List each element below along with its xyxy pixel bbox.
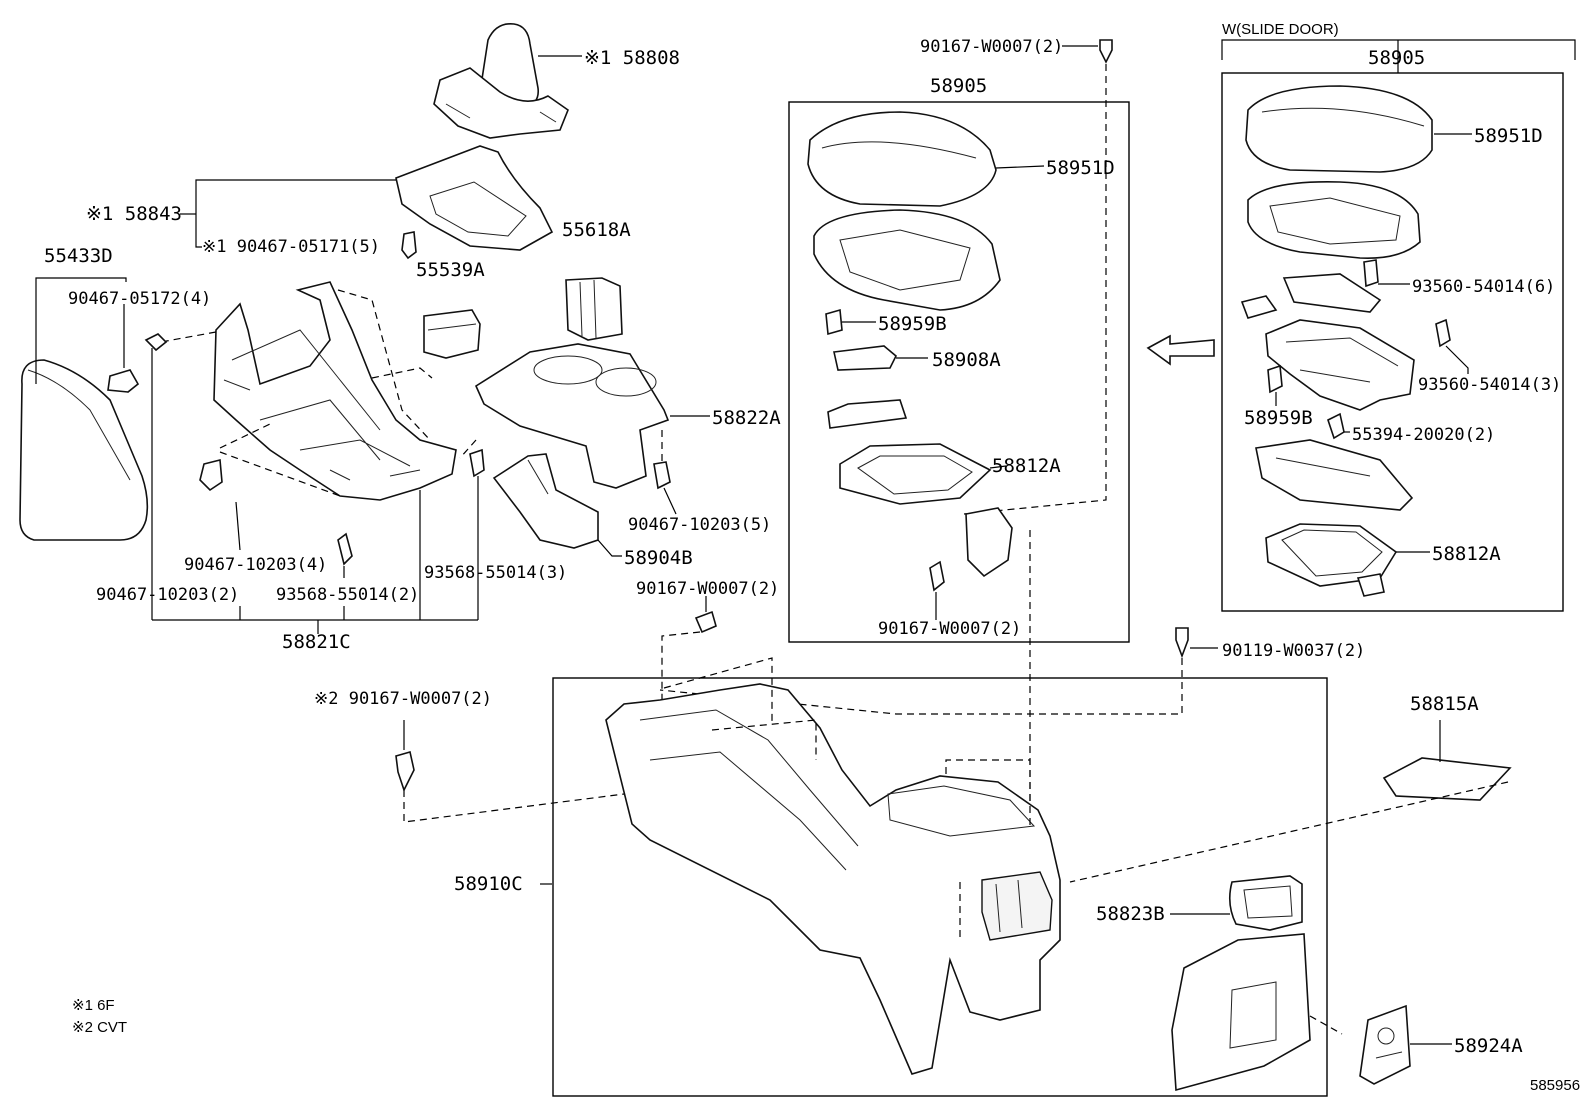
diagram-id: 585956	[1530, 1077, 1580, 1094]
clip-90467-10203-a	[144, 333, 168, 352]
label-58808: ※1 58808	[584, 47, 680, 69]
lower-panel	[1171, 933, 1311, 1092]
clip-58959B-left	[825, 308, 843, 336]
mat-55618A	[565, 277, 623, 341]
label-90467-05171: ※1 90467-05171(5)	[202, 237, 380, 257]
label-58959B-left: 58959B	[878, 313, 947, 335]
label-58812A-left: 58812A	[992, 455, 1061, 477]
bolt-90119-W0037	[1175, 627, 1189, 659]
console-frame-58821C	[213, 281, 457, 501]
latch-base-right	[1265, 319, 1415, 411]
label-90467-10203-2: 90467-10203(2)	[96, 585, 239, 605]
label-slide-door: W(SLIDE DOOR)	[1222, 21, 1339, 38]
label-58905-left: 58905	[930, 75, 987, 97]
label-90467-05172: 90467-05172(4)	[68, 289, 211, 309]
part-58908A	[833, 345, 897, 371]
lower-frame-right	[1255, 439, 1414, 511]
switch-58924A	[1359, 1004, 1411, 1085]
label-58822A: 58822A	[712, 407, 781, 429]
screw-55394-20020	[1327, 412, 1345, 440]
label-58815A: 58815A	[1410, 693, 1479, 715]
armrest-lid-58951D-right	[1245, 85, 1433, 173]
side-panel-55433D	[19, 359, 149, 541]
plate-right	[1282, 273, 1382, 313]
latch-box-left	[965, 507, 1013, 578]
label-90119-W0037: 90119-W0037(2)	[1222, 641, 1365, 661]
clip-90467-10203-c	[653, 461, 671, 490]
armrest-lid-58951D-left	[807, 111, 997, 207]
label-90467-10203-5: 90467-10203(5)	[628, 515, 771, 535]
label-58951D-right: 58951D	[1474, 125, 1543, 147]
label-58904B: 58904B	[624, 547, 693, 569]
bracket-left	[827, 399, 908, 429]
label-90167-W0007-box: 90167-W0007(2)	[878, 619, 1021, 639]
label-93568-55014-3: 93568-55014(3)	[424, 563, 567, 583]
label-90167-W0007-top: 90167-W0007(2)	[920, 37, 1063, 57]
screw-93560-54014-a	[1363, 259, 1379, 288]
armrest-base-right	[1247, 181, 1421, 259]
tray-58812A-left	[839, 443, 992, 505]
label-58959B-right: 58959B	[1244, 407, 1313, 429]
label-2-90167-W0007: ※2 90167-W0007(2)	[314, 689, 492, 709]
label-58905-right: 58905	[1368, 47, 1425, 69]
label-58910C: 58910C	[454, 873, 523, 895]
armrest-base-left	[813, 209, 1001, 311]
tray-58904B	[492, 453, 599, 549]
cup-holder-58822A	[474, 343, 670, 489]
label-58821C: 58821C	[282, 631, 351, 653]
clip-90467-05172	[107, 369, 140, 393]
clip-90467-05171	[401, 231, 417, 260]
label-55394-20020: 55394-20020(2)	[1352, 425, 1495, 445]
label-93560-54014-3: 93560-54014(3)	[1418, 375, 1561, 395]
clip-90467-10203-b	[199, 458, 223, 492]
label-58924A: 58924A	[1454, 1035, 1523, 1057]
clip-58959B-right	[1267, 364, 1283, 394]
bolt-90167-W0007-top	[1099, 39, 1113, 64]
console-body-58910C	[605, 683, 1061, 1075]
label-93568-55014-2: 93568-55014(2)	[276, 585, 419, 605]
switch-55539A	[423, 309, 481, 359]
bezel-58823B	[1228, 875, 1303, 931]
small-bracket-right	[1240, 295, 1278, 319]
label-55618A: 55618A	[562, 219, 631, 241]
bolt-90167-W0007-box	[929, 560, 945, 592]
label-58908A: 58908A	[932, 349, 1001, 371]
label-58951D-left: 58951D	[1046, 157, 1115, 179]
bolt-90167-W0007-mid	[694, 610, 717, 634]
screw-93568-55014-b	[337, 532, 353, 566]
box-58910C-assembly	[552, 677, 1328, 1097]
label-58843: ※1 58843	[86, 203, 182, 225]
bolt-2-90167-W0007	[395, 750, 415, 793]
shift-boot-58808	[433, 23, 569, 139]
direction-arrow	[1146, 334, 1215, 366]
shift-bezel-58843	[395, 145, 554, 251]
label-55433D: 55433D	[44, 245, 113, 267]
label-58812A-right: 58812A	[1432, 543, 1501, 565]
screw-93568-55014-a	[469, 448, 485, 478]
pad-58815A	[1382, 757, 1512, 801]
label-90467-10203-4: 90467-10203(4)	[184, 555, 327, 575]
legend-note-2: ※2 CVT	[72, 1019, 127, 1036]
tray-58812A-right	[1265, 523, 1398, 587]
label-90167-W0007-mid: 90167-W0007(2)	[636, 579, 779, 599]
box-slide-door-assembly	[1221, 72, 1564, 612]
screw-93560-54014-b	[1435, 318, 1451, 348]
box-58905-assembly	[788, 101, 1130, 643]
label-58823B: 58823B	[1096, 903, 1165, 925]
label-93560-54014-6: 93560-54014(6)	[1412, 277, 1555, 297]
label-55539A: 55539A	[416, 259, 485, 281]
latch-right	[1356, 573, 1385, 597]
legend-note-1: ※1 6F	[72, 997, 115, 1014]
